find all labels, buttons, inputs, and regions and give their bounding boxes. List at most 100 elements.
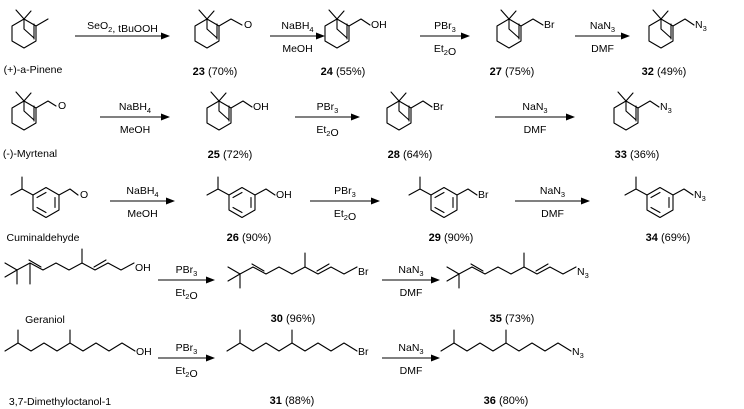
reagent-above: NaN3 [398, 264, 423, 278]
atom-label: Br [544, 19, 555, 31]
arrow-head [371, 197, 380, 205]
geraniol-structure [4, 248, 135, 285]
reagent-above: NaN3 [398, 342, 423, 356]
arrow-head [316, 32, 325, 40]
starting-material-name: (+)-a-Pinene [4, 64, 63, 76]
starting-material-name: (-)-Myrtenal [3, 148, 57, 160]
atom-label: OH [276, 189, 292, 201]
starting-material-name: Cuminaldehyde [7, 232, 80, 244]
atom-label: OH [136, 346, 152, 358]
reagent-below: MeOH [282, 43, 312, 55]
reagent-below: DMF [524, 124, 547, 136]
compound-label: 24 (55%) [321, 66, 366, 78]
reagent-above: SeO2, tBuOOH [87, 20, 158, 35]
reagent-above: NaN3 [540, 185, 565, 199]
reagent-above: PBr3 [176, 342, 198, 356]
azide-label: N3 [695, 19, 707, 33]
arrow-head [166, 197, 175, 205]
product-labels: 23 (70%)24 (55%)27 (75%)32 (49%)25 (72%)… [193, 66, 691, 407]
compound-32-structure [648, 9, 695, 49]
compound-label: 30 (96%) [271, 313, 316, 325]
reagent-below: Et2O [434, 43, 456, 58]
reagent-below: DMF [400, 287, 423, 299]
atom-label: Br [358, 346, 369, 358]
compound-28-structure [386, 91, 433, 131]
azide-label: N3 [577, 266, 589, 280]
starting-material-name: 3,7-Dimethyloctanol-1 [9, 396, 111, 408]
compound-label: 27 (75%) [490, 66, 535, 78]
compound-label: 35 (73%) [490, 313, 535, 325]
reagent-above: NaN3 [590, 20, 615, 34]
reagent-above: NaBH4 [126, 185, 158, 199]
alpha-pinene-structure [11, 9, 49, 49]
starting-material-names: (+)-a-Pinene(-)-MyrtenalCuminaldehydeGer… [3, 64, 111, 408]
reagent-below: DMF [541, 208, 564, 220]
compound-24-structure [324, 9, 371, 49]
atom-label: Br [358, 266, 369, 278]
compound-label: 28 (64%) [388, 149, 433, 161]
compound-label: 26 (90%) [227, 232, 272, 244]
compound-30-structure [227, 252, 358, 289]
compound-31-structure [226, 329, 358, 352]
reagent-above: PBr3 [434, 20, 456, 34]
arrow-head [431, 276, 440, 284]
compound-26-structure [206, 176, 276, 219]
atom-label: OH [253, 101, 269, 113]
compound-36-structure [440, 329, 572, 352]
compound-35-structure [446, 252, 577, 289]
reagent-below: MeOH [120, 124, 150, 136]
compound-34-structure [624, 176, 694, 219]
arrow-head [566, 113, 575, 121]
reagent-below: MeOH [127, 208, 157, 220]
reagent-below: Et2O [175, 287, 197, 302]
reagent-above: NaBH4 [119, 101, 151, 115]
compound-label: 33 (36%) [615, 149, 660, 161]
reagent-above: PBr3 [176, 264, 198, 278]
arrow-head [161, 32, 170, 40]
compound-label: 31 (88%) [270, 395, 315, 407]
arrow-head [161, 113, 170, 121]
arrow-head [206, 276, 215, 284]
reagent-above: PBr3 [334, 185, 356, 199]
dimethyloctanol-structure [4, 329, 136, 352]
atom-label: O [58, 100, 66, 112]
compound-29-structure [408, 176, 478, 219]
compound-33-structure [613, 91, 660, 131]
azide-label: N3 [572, 346, 584, 360]
reagent-below: DMF [400, 365, 423, 377]
atom-label: OH [371, 19, 387, 31]
reagent-below: Et2O [175, 365, 197, 380]
compound-label: 29 (90%) [429, 232, 474, 244]
arrow-head [581, 197, 590, 205]
arrow-head [206, 354, 215, 362]
compound-27-structure [496, 9, 544, 49]
atom-label: OH [135, 262, 151, 274]
reagent-above: PBr3 [317, 101, 339, 115]
reagent-above: NaN3 [522, 101, 547, 115]
compound-25-structure [206, 91, 253, 131]
arrow-head [621, 32, 630, 40]
reagent-below: DMF [591, 43, 614, 55]
compound-label: 34 (69%) [646, 232, 691, 244]
atom-label: Br [478, 189, 489, 201]
atom-labels: O OH Br N3 O OH Br N3 O OH Br N3 OH Br N… [58, 19, 707, 360]
cuminaldehyde-structure [10, 176, 79, 219]
azide-label: N3 [694, 189, 706, 203]
reaction-arrows [75, 32, 630, 362]
reagent-below: Et2O [334, 208, 356, 223]
compound-label: 23 (70%) [193, 66, 238, 78]
atom-label: O [80, 189, 88, 201]
myrtenal-structure [11, 91, 57, 131]
compound-label: 36 (80%) [484, 395, 529, 407]
atom-label: Br [433, 101, 444, 113]
arrow-head [431, 354, 440, 362]
atom-label: O [244, 19, 252, 31]
compound-23-structure [194, 9, 243, 49]
reagent-above: NaBH4 [281, 20, 313, 34]
reagent-below: Et2O [316, 124, 338, 139]
compound-label: 32 (49%) [642, 66, 687, 78]
arrow-head [351, 113, 360, 121]
